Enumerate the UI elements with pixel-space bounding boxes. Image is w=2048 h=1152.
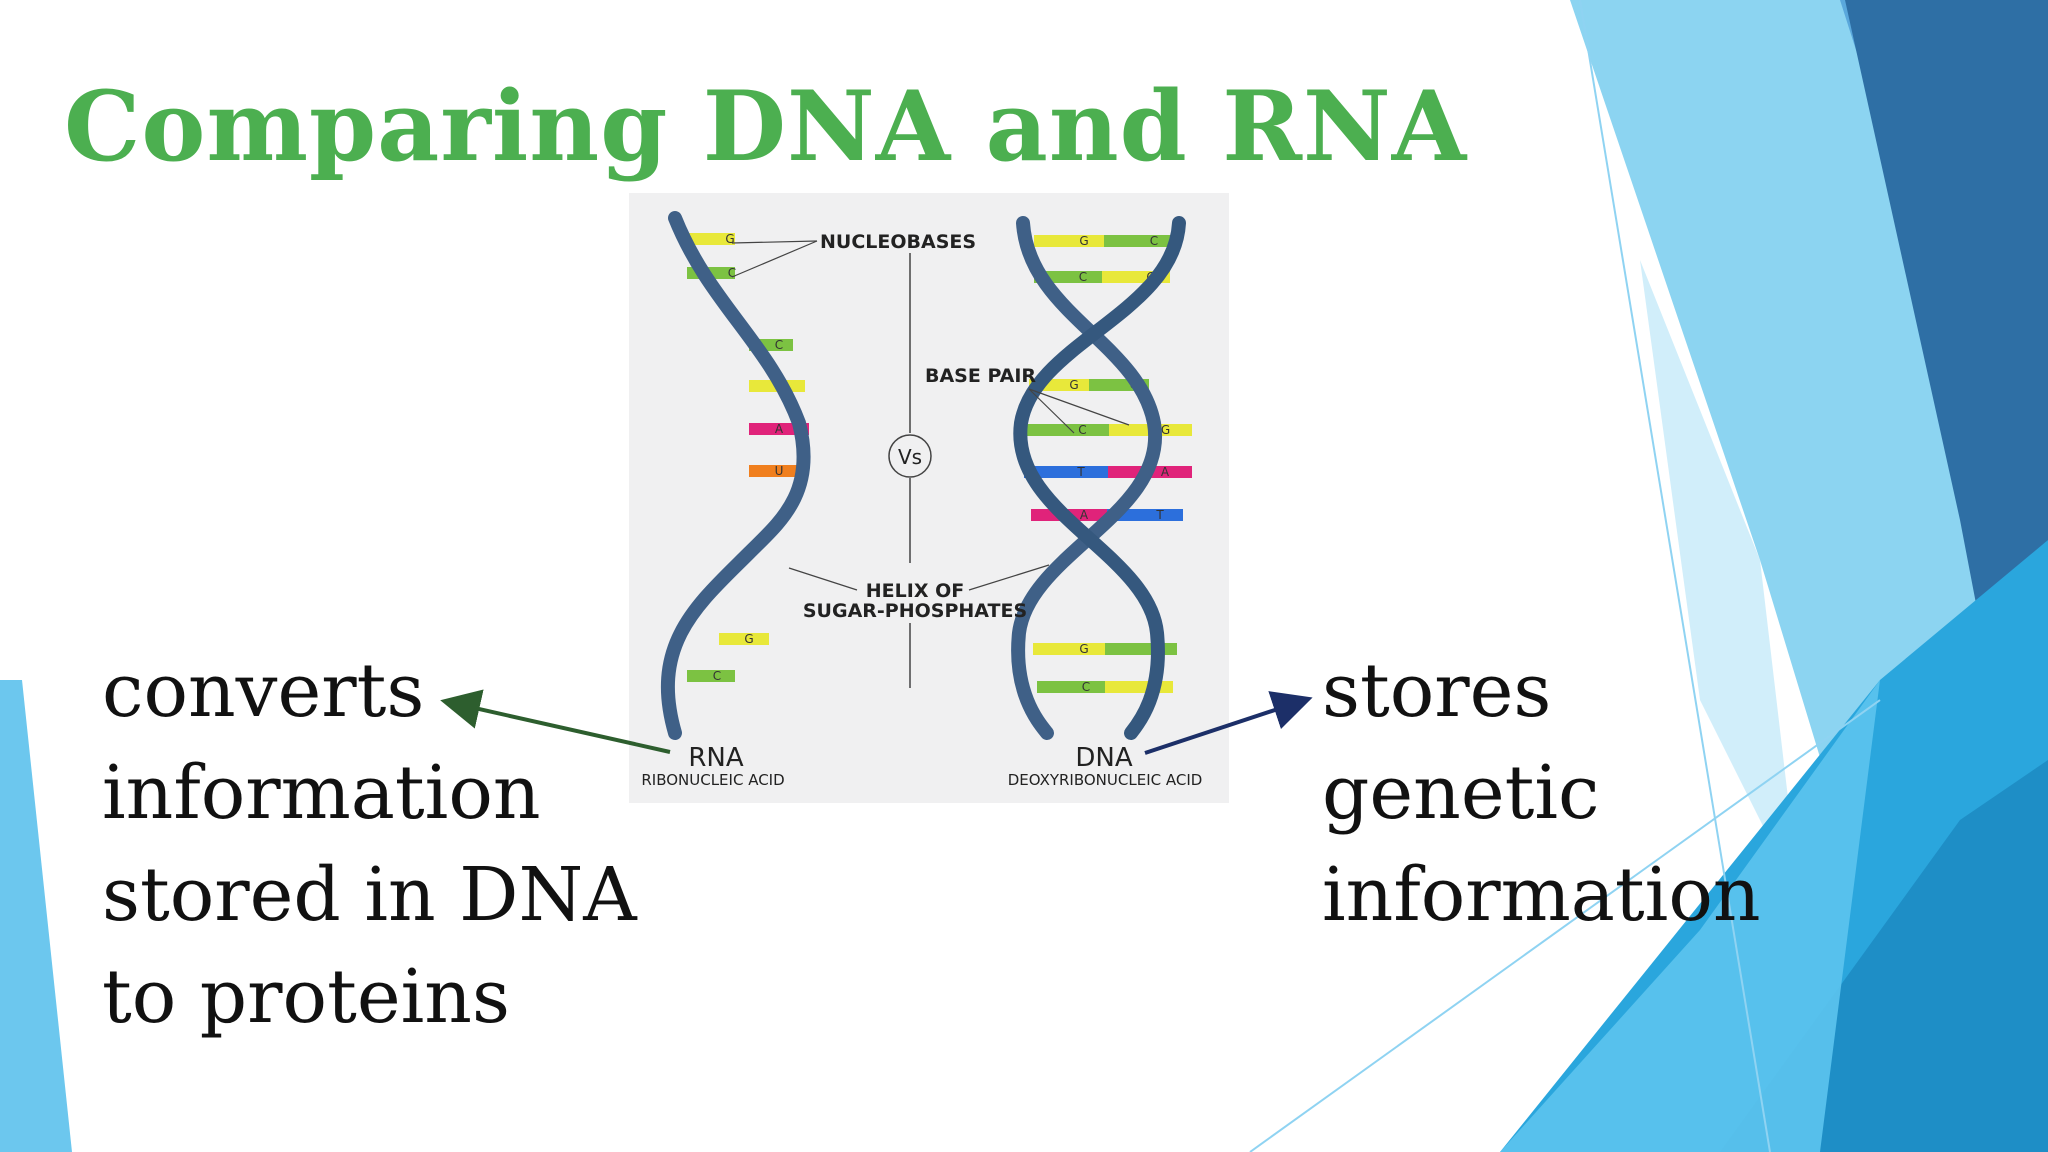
- bg-shape-bottom-light: [1500, 680, 1880, 1152]
- rna-strand: [660, 211, 811, 740]
- rna-description: converts information stored in DNA to pr…: [102, 640, 637, 1048]
- dna-base: [1105, 681, 1173, 693]
- dna-base-letter: T: [1076, 465, 1085, 479]
- rna-description-line: information: [102, 750, 541, 836]
- rna-base-letter: G: [725, 232, 734, 246]
- dna-base-letter: G: [1079, 642, 1088, 656]
- rna-base: [687, 670, 735, 682]
- rna-base: [749, 465, 805, 477]
- bg-shape-left-sliver: [0, 680, 72, 1152]
- dna-base-letter: C: [1079, 270, 1087, 284]
- bg-shape-dark-band: [1845, 0, 2048, 980]
- dna-base-letter: G: [1069, 378, 1078, 392]
- dna-strand-2: [1013, 216, 1186, 740]
- nucleobase-pointer-1: [731, 240, 818, 244]
- base-pair-pointer-1: [1028, 388, 1075, 434]
- vs-circle: [888, 434, 932, 478]
- helix-pointer-dna: [968, 564, 1050, 591]
- dna-base: [1104, 235, 1174, 247]
- dna-strand-1: [1011, 216, 1163, 740]
- dna-description-line: information: [1322, 852, 1761, 938]
- dna-base-letter: G: [1079, 234, 1088, 248]
- dna-base-letter: C: [1082, 680, 1090, 694]
- rna-base-letter: A: [775, 422, 784, 436]
- dna-base-letter: T: [1155, 508, 1164, 522]
- nucleobases-label: NUCLEOBASES: [820, 231, 976, 253]
- rna-base-letter: C: [775, 338, 783, 352]
- helix-pointer-rna: [788, 567, 858, 591]
- vs-label: Vs: [898, 445, 922, 469]
- dna-base: [1024, 466, 1108, 478]
- rna-base: [685, 233, 735, 245]
- bg-shape-pale-band: [1640, 260, 1800, 900]
- dna-base-letter: C: [1150, 234, 1158, 248]
- rna-label: RNA: [688, 743, 744, 773]
- rna-base-letter: G: [744, 632, 753, 646]
- rna-sublabel: RIBONUCLEIC ACID: [641, 771, 784, 789]
- dna-base: [1037, 681, 1105, 693]
- rna-base: [719, 633, 769, 645]
- dna-base-letter: A: [1080, 508, 1089, 522]
- dna-base: [1026, 424, 1109, 436]
- dna-base-letter: A: [1161, 465, 1170, 479]
- dna-sublabel: DEOXYRIBONUCLEIC ACID: [1008, 771, 1203, 789]
- rna-description-line: converts: [102, 648, 425, 734]
- dna-label: DNA: [1075, 743, 1132, 773]
- rna-base-letter: U: [775, 464, 784, 478]
- base-pair-label: BASE PAIR: [925, 365, 1036, 387]
- dna-description: stores genetic information: [1322, 640, 1761, 946]
- dna-base: [1105, 643, 1177, 655]
- dna-base: [1033, 643, 1105, 655]
- rna-description-line: to proteins: [102, 954, 510, 1040]
- slide-title: Comparing DNA and RNA: [64, 70, 1468, 183]
- dna-description-line: stores: [1322, 648, 1552, 734]
- helix-label-line1: HELIX OF: [866, 580, 964, 602]
- dna-base-letter: G: [1161, 423, 1170, 437]
- helix-label-line2: SUGAR-PHOSPHATES: [803, 600, 1027, 622]
- rna-base-letter: C: [713, 669, 721, 683]
- dna-base-letter: C: [1078, 423, 1086, 437]
- dna-base: [1034, 235, 1104, 247]
- rna-base-letter: C: [728, 266, 736, 280]
- bg-thin-line-2: [1249, 699, 1881, 1152]
- bg-thin-line-1: [1579, 0, 1771, 1152]
- nucleobase-pointer-2: [731, 240, 818, 278]
- dna-description-line: genetic: [1322, 750, 1600, 836]
- base-pair-pointer-2: [1028, 388, 1130, 426]
- rna-description-line: stored in DNA: [102, 852, 637, 938]
